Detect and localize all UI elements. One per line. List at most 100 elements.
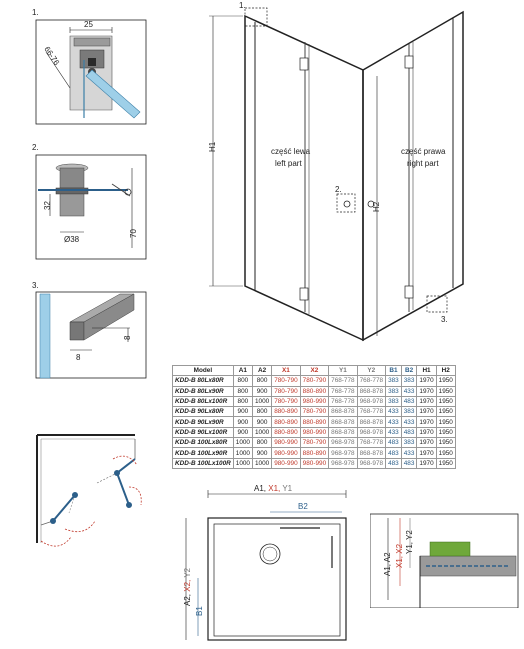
front-callout-2: 2.	[335, 185, 342, 194]
table-cell: 1970	[416, 406, 437, 418]
table-cell: 968-978	[356, 457, 387, 469]
table-cell: 1950	[435, 385, 456, 397]
table-cell: 383	[400, 437, 418, 449]
detail-1-dim-top: 25	[84, 20, 93, 29]
door-swing-diagram	[25, 425, 165, 555]
table-cell: 968-978	[356, 426, 387, 439]
spec-table: Model A1 A2 X1 X2 Y1 Y2 B1 B2 H1 H2 KDD-…	[172, 364, 456, 469]
col-x2: X2	[299, 364, 330, 377]
col-h1: H1	[416, 364, 437, 377]
side-detail-drawing: A1, A2 X1, X2 Y1, Y2	[369, 513, 519, 609]
table-cell: 1000	[251, 395, 273, 408]
table-cell: 768-778	[356, 406, 387, 418]
table-cell: 968-978	[328, 437, 358, 449]
table-cell: 483	[400, 426, 418, 439]
table-cell: 880-890	[299, 447, 330, 459]
table-cell: 1000	[232, 457, 253, 469]
table-cell: 780-790	[299, 406, 330, 418]
table-cell: 433	[385, 426, 402, 439]
right-part-label-en: right part	[407, 159, 439, 168]
detail-2-dim-total: 70	[129, 229, 138, 238]
table-cell: 1950	[435, 375, 456, 387]
table-cell: 1000	[232, 437, 253, 449]
svg-text:A1, X1, Y1: A1, X1, Y1	[254, 484, 293, 493]
model-cell: KDD-B 100Lx80R	[172, 437, 234, 449]
side-dim-y: Y1, Y2	[405, 530, 414, 554]
table-cell: 433	[385, 406, 402, 418]
table-cell: 980-990	[299, 426, 330, 439]
table-cell: 1950	[435, 437, 456, 449]
table-cell: 880-890	[271, 426, 301, 439]
col-a2: A2	[251, 364, 273, 377]
table-cell: 433	[400, 416, 418, 428]
front-callout-1: 1.	[239, 1, 246, 10]
side-detail: A1, A2 X1, X2 Y1, Y2	[369, 512, 520, 609]
step-label-3: 3.	[32, 281, 39, 290]
table-cell: 968-978	[356, 395, 387, 408]
table-cell: 868-878	[356, 416, 387, 428]
table-cell: 1970	[416, 385, 437, 397]
plan-top-dim-b: B2	[298, 502, 308, 511]
col-b2: B2	[400, 364, 418, 377]
table-cell: 800	[251, 406, 273, 418]
col-model: Model	[172, 364, 234, 377]
plan-side-dim-b: B1	[195, 606, 204, 616]
table-cell: 483	[385, 457, 402, 469]
table-cell: 900	[232, 406, 253, 418]
plan-side-dim-x: X2,	[183, 578, 192, 592]
model-cell: KDD-B 90Lx90R	[172, 416, 234, 428]
table-cell: 1970	[416, 395, 437, 408]
table-cell: 980-990	[299, 395, 330, 408]
table-cell: 780-790	[299, 437, 330, 449]
table-cell: 868-878	[356, 385, 387, 397]
plan-top-dim-x: X1,	[268, 484, 282, 493]
table-cell: 1950	[435, 406, 456, 418]
table-cell: 980-990	[299, 457, 330, 469]
table-cell: 383	[385, 395, 402, 408]
table-cell: 1950	[435, 416, 456, 428]
table-cell: 900	[232, 426, 253, 439]
col-a1: A1	[232, 364, 253, 377]
door-swing-drawing	[36, 434, 142, 547]
table-cell: 383	[385, 385, 402, 397]
side-dim-a: A1, A2	[383, 552, 392, 576]
step-label-1: 1.	[32, 8, 39, 17]
step-label-2: 2.	[32, 143, 39, 152]
table-cell: 968-978	[328, 457, 358, 469]
table-cell: 880-890	[271, 416, 301, 428]
table-cell: 800	[251, 375, 273, 387]
col-h2: H2	[435, 364, 456, 377]
table-cell: 800	[232, 395, 253, 408]
dim-h1: H1	[208, 141, 217, 152]
glass-panel	[85, 69, 141, 119]
table-cell: 1970	[416, 447, 437, 459]
table-cell: 1970	[416, 437, 437, 449]
table-cell: 900	[251, 416, 273, 428]
table-cell: 768-778	[356, 375, 387, 387]
detail-2-dim-d: Ø38	[64, 235, 80, 244]
right-panel	[362, 10, 464, 342]
table-cell: 1950	[435, 395, 456, 408]
table-cell: 1970	[416, 457, 437, 469]
model-cell: KDD-B 80Lx80R	[172, 375, 234, 387]
detail-2-drawing: 2. 32 Ø38 70	[32, 143, 147, 260]
detail-1-profile: 1. 25 66-76	[0, 0, 150, 140]
detail-3-seal: 3. 8 8	[0, 280, 150, 390]
detail-3-drawing: 3. 8 8	[32, 281, 147, 379]
table-cell: 880-890	[299, 385, 330, 397]
col-y2: Y2	[356, 364, 387, 377]
side-dim-x: X1, X2	[395, 543, 404, 568]
model-cell: KDD-B 80Lx100R	[172, 395, 234, 408]
table-cell: 900	[251, 385, 273, 397]
table-cell: 768-778	[328, 395, 358, 408]
table-cell: 868-878	[328, 416, 358, 428]
table-cell: 780-790	[271, 385, 301, 397]
front-view-drawing: 1. 2. 3. H1 H2 część lewa left part częś…	[208, 1, 464, 342]
